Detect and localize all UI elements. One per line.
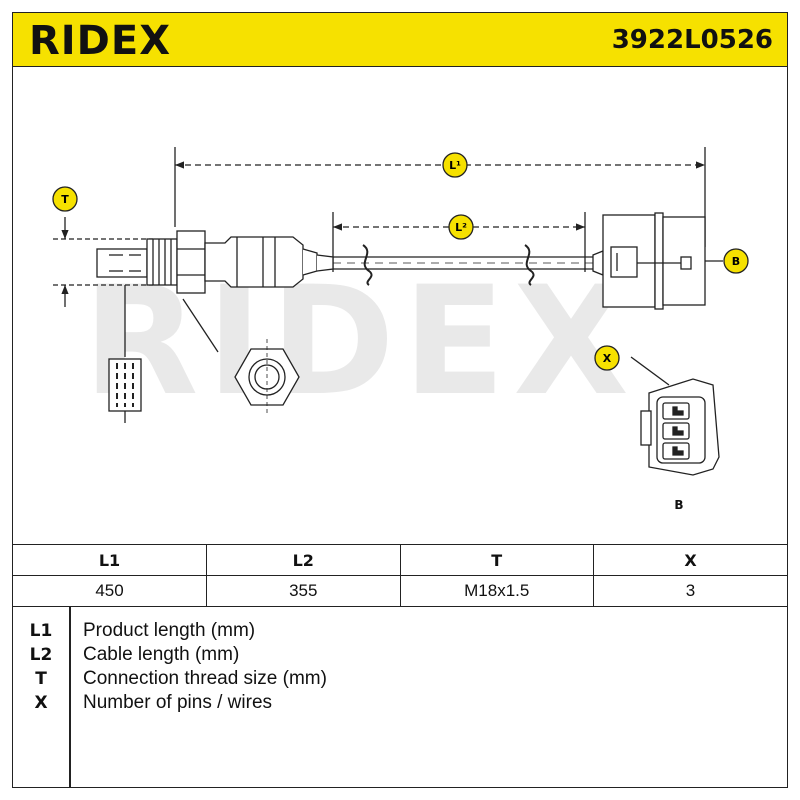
legend-key: T xyxy=(35,669,47,689)
spec-header-t: T xyxy=(400,544,594,576)
sensor-drawing: L¹ L² T B X B xyxy=(52,147,749,512)
l1-label: L¹ xyxy=(449,159,461,172)
spec-header-x: X xyxy=(593,544,787,576)
spec-table: L1 L2 T X 450 355 M18x1.5 3 xyxy=(13,544,787,607)
legend: L1 Product length (mm) L2 Cable length (… xyxy=(13,607,787,787)
legend-key: L1 xyxy=(29,621,53,641)
legend-desc: Cable length (mm) xyxy=(83,644,240,665)
brand-logo: RIDEX xyxy=(29,18,172,64)
legend-desc: Product length (mm) xyxy=(83,620,256,641)
l2-label: L² xyxy=(455,221,467,234)
spec-value-l1: 450 xyxy=(13,575,207,607)
technical-drawing: RIDEX xyxy=(13,67,787,544)
legend-item: L2 Cable length (mm) xyxy=(13,643,787,667)
legend-desc: Connection thread size (mm) xyxy=(83,668,327,689)
connector-caption: B xyxy=(674,498,683,512)
sensor-thread xyxy=(146,238,178,286)
part-number: 3922L0526 xyxy=(611,25,773,55)
legend-desc: Number of pins / wires xyxy=(83,692,273,713)
cable-break-1 xyxy=(362,244,373,286)
hex-leader xyxy=(182,298,219,353)
legend-key: X xyxy=(34,693,48,713)
x-leader xyxy=(630,356,670,386)
spec-value-t: M18x1.5 xyxy=(400,575,594,607)
spec-header-l2: L2 xyxy=(206,544,401,576)
product-sheet: RIDEX 3922L0526 RIDEX xyxy=(12,12,788,788)
l1-badge xyxy=(442,152,468,178)
spec-value-x: 3 xyxy=(593,575,787,607)
x-label: X xyxy=(603,352,612,365)
spec-header-l1: L1 xyxy=(13,544,207,576)
brand-watermark: RIDEX xyxy=(83,255,637,429)
t-label: T xyxy=(61,193,69,206)
l2-badge xyxy=(448,214,474,240)
legend-item: T Connection thread size (mm) xyxy=(13,667,787,691)
x-badge xyxy=(594,345,620,371)
b-label: B xyxy=(732,255,740,268)
sensor-tip xyxy=(96,248,148,278)
legend-key: L2 xyxy=(29,645,53,665)
legend-item: X Number of pins / wires xyxy=(13,691,787,715)
spec-value-l2: 355 xyxy=(206,575,401,607)
legend-item: L1 Product length (mm) xyxy=(13,619,787,643)
header-bar: RIDEX 3922L0526 xyxy=(13,13,787,67)
legend-divider xyxy=(69,607,71,787)
spec-value-row: 450 355 M18x1.5 3 xyxy=(13,575,787,607)
b-badge xyxy=(723,248,749,274)
sensor-hex xyxy=(176,230,206,294)
t-badge xyxy=(52,186,78,212)
sensor-body xyxy=(204,236,304,288)
cable-break-2 xyxy=(524,244,535,286)
spec-header-row: L1 L2 T X xyxy=(13,544,787,576)
